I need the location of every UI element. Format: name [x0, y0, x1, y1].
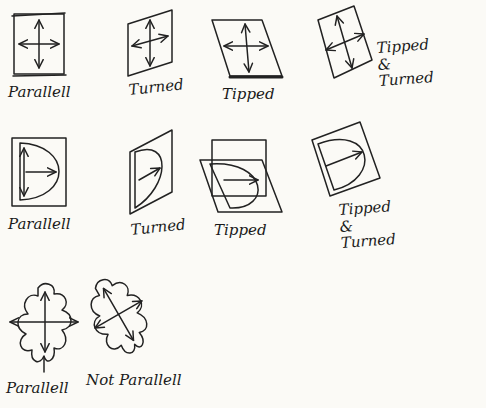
turned-rectangle — [128, 10, 172, 76]
parallel-d-shape — [12, 138, 66, 206]
caption-label: Tipped — [222, 86, 275, 103]
caption-label: Turned — [130, 216, 186, 238]
caption-label: Not Parallell — [86, 372, 182, 389]
tipped-turned-rectangle — [318, 6, 372, 78]
parallel-rectangle — [12, 13, 66, 76]
parallel-leaf — [10, 284, 78, 372]
caption-label: Parallell — [8, 84, 71, 101]
tipped-d-shape — [200, 140, 282, 212]
caption-label: Tipped & Turned — [338, 197, 411, 251]
caption-label: Tipped & Turned — [376, 35, 449, 89]
caption-label: Parallell — [8, 216, 71, 233]
tipped-rectangle — [212, 20, 282, 77]
caption-label: Parallell — [6, 380, 69, 397]
caption-label: Turned — [128, 76, 184, 98]
caption-label: Tipped — [214, 222, 267, 239]
tipped-turned-d-shape — [312, 122, 380, 196]
turned-d-shape — [130, 130, 172, 214]
not-parallel-leaf — [76, 268, 162, 363]
